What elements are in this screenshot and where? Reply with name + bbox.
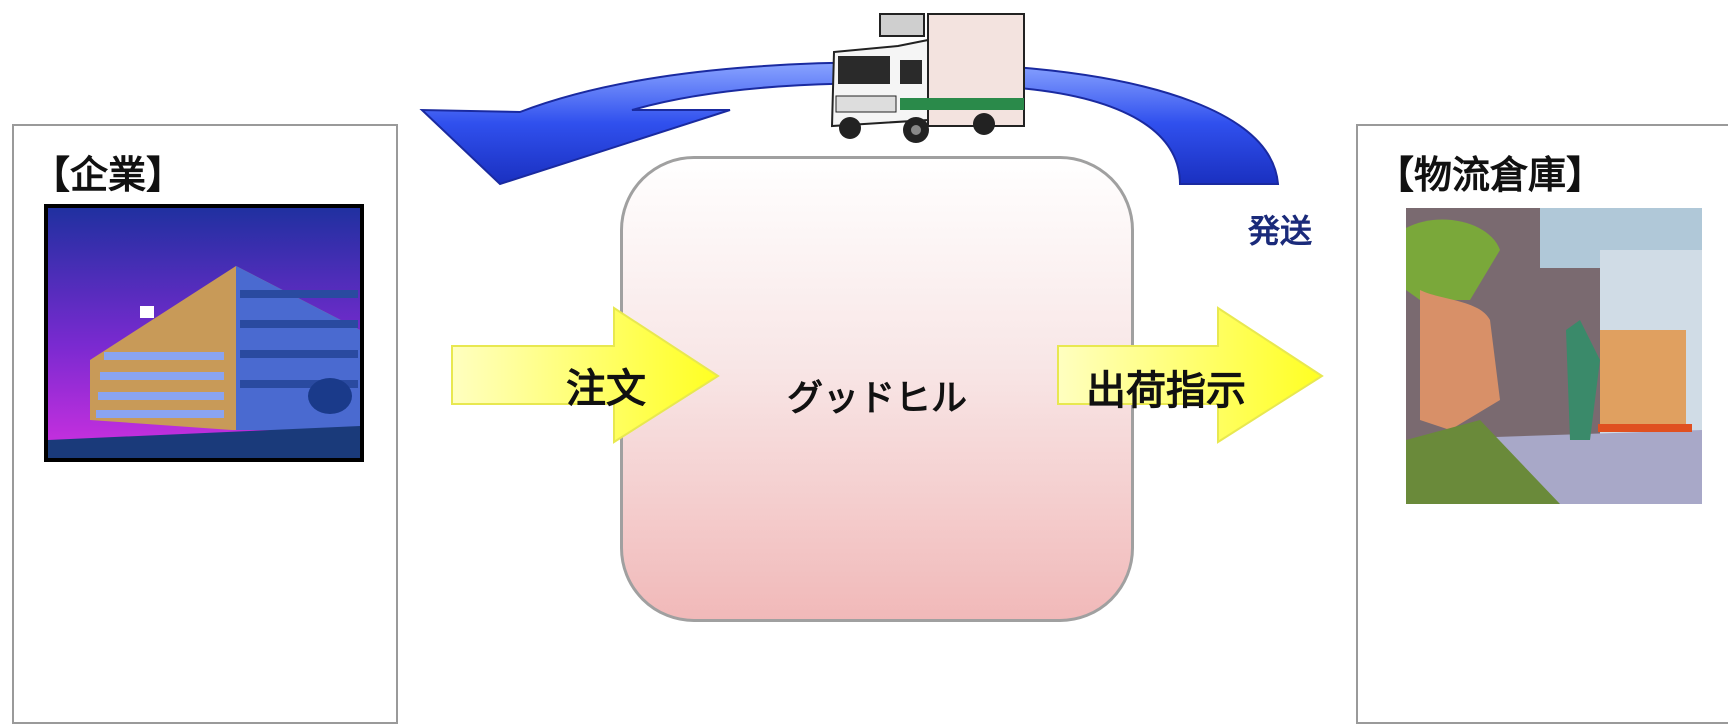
diagram-graphics (44, 13, 1702, 504)
goodhill-label: グッドヒル (786, 378, 967, 419)
warehouse-title: 【物流倉庫】 (1376, 153, 1605, 197)
goodhill-box: グッドヒル (620, 156, 1134, 622)
shipping-curved-arrow (419, 61, 1280, 186)
order-label: 注文 (566, 366, 646, 412)
delivery-truck-icon (830, 13, 1025, 143)
shipping-instruction-arrow (1057, 306, 1324, 444)
company-title: 【企業】 (32, 153, 185, 197)
warehouse-worker-icon (1406, 208, 1702, 504)
order-arrow (451, 306, 720, 444)
office-building-icon (44, 204, 364, 462)
shipping-instruction-label: 出荷指示 (1086, 368, 1246, 414)
ship-label: 発送 (1248, 212, 1313, 250)
